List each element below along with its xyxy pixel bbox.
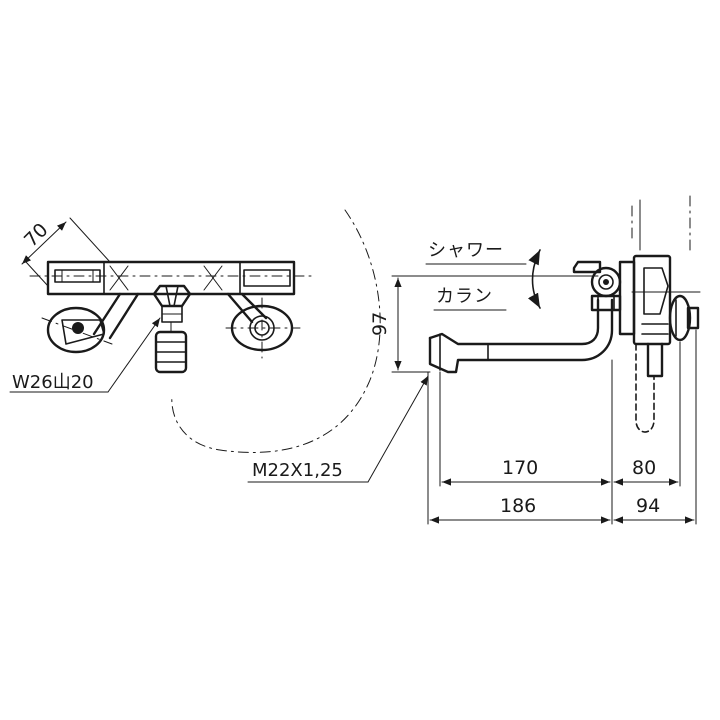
dim-label-80: 80 <box>632 457 656 479</box>
dim-label-170: 170 <box>502 457 538 479</box>
body-side <box>618 260 636 336</box>
outlet-thread-label: W26山20 <box>12 372 94 393</box>
dim-label-97: 97 <box>369 312 391 336</box>
shower-label: シャワー <box>428 240 504 261</box>
dim-label-94: 94 <box>636 495 660 517</box>
left-inlet-dot <box>72 322 84 334</box>
side-view: シャワー カラン 97 170 80 186 94 M22X1,25 <box>247 195 701 525</box>
inlet-leader <box>367 375 429 483</box>
dim-label-186: 186 <box>500 495 536 517</box>
diverter-arrow <box>527 249 541 309</box>
spout-inner <box>428 298 600 346</box>
dim-line-70 <box>21 221 67 265</box>
handle-right <box>243 269 291 287</box>
dim-label-70: 70 <box>20 219 53 252</box>
spout-swing-arc <box>171 209 381 453</box>
shower-outlet <box>572 260 602 274</box>
spout-connector <box>152 284 192 308</box>
plan-view: 70 W26山20 <box>9 209 381 453</box>
left-leg <box>92 292 140 340</box>
mixer-body <box>46 260 296 296</box>
outlet-leader <box>107 317 161 393</box>
left-wall-flange <box>46 306 106 354</box>
handle-knob <box>668 294 692 342</box>
spout-outer <box>428 298 614 374</box>
body-housing <box>632 254 672 346</box>
faucet-label: カラン <box>436 286 493 307</box>
inlet-thread-label: M22X1,25 <box>252 460 343 481</box>
